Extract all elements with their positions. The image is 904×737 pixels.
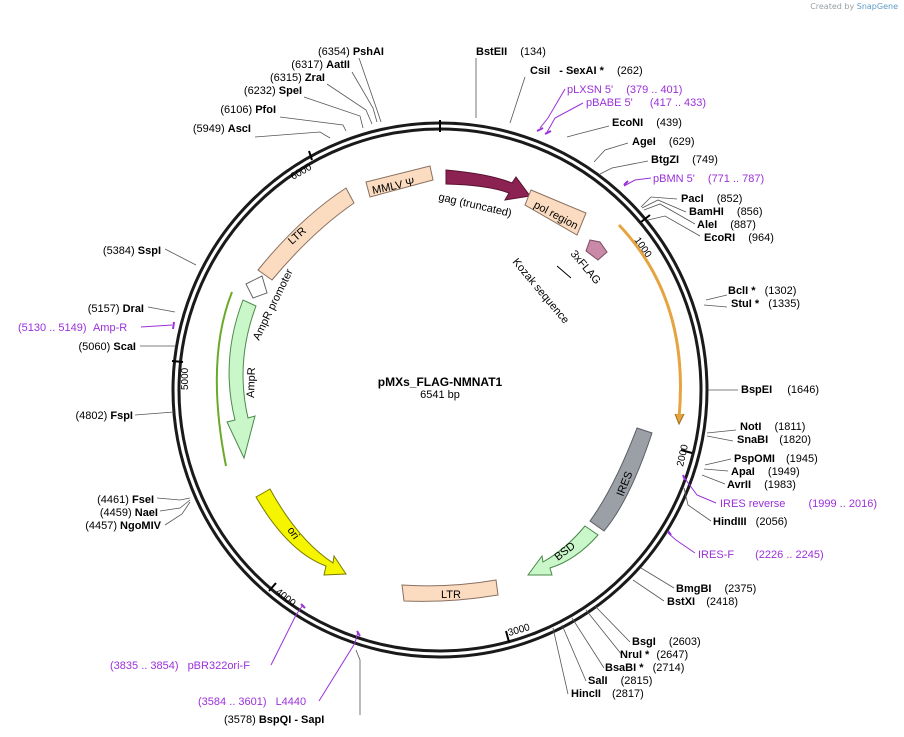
site-btgzi[interactable]: BtgZI (749) [651,154,718,166]
tick-6000 [308,150,313,161]
tick-3000 [505,630,510,643]
primer-pbr322ori-f[interactable]: (3835 .. 3854) pBR322ori-F [110,660,250,672]
feature-label-ori: ori [285,525,302,542]
feature-kozak-mark[interactable] [556,265,572,279]
primer-l4440[interactable]: (3584 .. 3601) L4440 [198,696,306,708]
tick-4000 [268,582,277,592]
snapgene-credit: Created by SnapGene [810,2,898,11]
feature-label-ltr-bottom: LTR [441,589,461,601]
site-naei[interactable]: (4459) NaeI [100,507,158,519]
feature-gag[interactable] [445,169,531,201]
feature-ltr-bottom[interactable] [401,579,499,602]
site-apai[interactable]: ApaI (1949) [731,466,800,478]
site-fspi[interactable]: (4802) FspI [76,410,133,422]
snapgene-logo: SnapGene [856,2,898,11]
feature-pol-region[interactable] [524,189,587,236]
site-zrai[interactable]: (6315) ZraI [270,72,325,84]
site-hindiii[interactable]: HindIII (2056) [713,516,787,528]
plasmid-size: 6541 bp [420,389,460,401]
tick-label-2000: 2000 [675,443,691,468]
primer-pbabe[interactable]: pBABE 5' (417 .. 433) [586,97,706,109]
site-avrii[interactable]: AvrII (1983) [727,479,796,491]
site-aatii[interactable]: (6317) AatII [291,59,350,71]
site-stui[interactable]: StuI * (1335) [731,298,800,310]
site-bsabi[interactable]: BsaBI * (2714) [605,662,684,674]
feature-label-ampr: AmpR [245,367,258,398]
feature-label-gag: gag (truncated) [437,191,512,219]
site-econi[interactable]: EcoNI (439) [612,117,682,129]
site-agei[interactable]: AgeI (629) [632,136,695,148]
site-pspomi[interactable]: PspOMI (1945) [734,453,818,465]
site-scai[interactable]: (5060) ScaI [79,341,137,353]
primer-ires-f[interactable]: IRES-F (2226 .. 2245) [698,549,824,561]
feature-ampr[interactable] [226,299,257,460]
site-pfoi[interactable]: (6106) PfoI [220,104,276,116]
site-ngomiv[interactable]: (4457) NgoMIV [85,520,161,532]
feature-ires[interactable] [589,427,653,532]
feature-amp-line [215,291,233,467]
feature-ampr-promoter[interactable] [245,275,268,299]
primer-leaders [140,88,717,702]
feature-orf-arrowhead [674,413,685,426]
site-snabi[interactable]: SnaBI (1820) [737,434,811,446]
feature-bsd[interactable] [527,525,599,576]
site-bmgbi[interactable]: BmgBI (2375) [676,583,756,595]
site-sspi[interactable]: (5384) SspI [103,245,161,257]
primer-marks [172,127,686,637]
credit-prefix: Created by [810,2,855,11]
site-asci[interactable]: (5949) AscI [193,123,251,135]
site-hincii[interactable]: HincII (2817) [571,688,644,700]
tick-5000 [171,360,184,363]
site-alei[interactable]: AleI (887) [697,219,756,231]
plasmid-name: pMXs_FLAG-NMNAT1 [378,375,503,389]
tick-1000 [640,214,651,223]
site-bsteii[interactable]: BstEII (134) [476,46,546,58]
site-spei[interactable]: (6232) SpeI [244,85,302,97]
site-pshai[interactable]: (6354) PshAI [318,46,384,58]
site-sali[interactable]: SalI (2815) [588,675,652,687]
site-bamhi[interactable]: BamHI (856) [689,206,763,218]
feature-ltr-left[interactable] [257,187,355,281]
site-bstxi[interactable]: BstXI (2418) [667,596,738,608]
feature-3xflag[interactable] [585,239,608,261]
site-bsgi[interactable]: BsgI (2603) [632,636,701,648]
site-paci[interactable]: PacI (852) [681,193,742,205]
feature-label-kozak: Kozak sequence [510,256,571,326]
site-noti[interactable]: NotI (1811) [740,421,805,433]
tick-label-5000: 5000 [180,367,191,390]
site-bcli[interactable]: BclI * (1302) [728,285,796,297]
site-csii-sexai[interactable]: CsiI - SexAI * (262) [530,65,643,77]
tick-marks: 1000 2000 3000 4000 5000 6000 [171,150,693,643]
tick-2000 [680,449,693,454]
feature-mmlv-psi[interactable] [365,165,434,198]
feature-orf-arc[interactable] [617,223,682,419]
site-drai[interactable]: (5157) DraI [88,303,144,315]
site-fsei[interactable]: (4461) FseI [97,494,154,506]
primer-pbmn[interactable]: pBMN 5' (771 .. 787) [653,173,764,185]
site-bspqi-sapi[interactable]: (3578) BspQI - SapI [224,714,324,726]
site-leaders [134,57,738,715]
feature-ori[interactable] [255,488,347,576]
primer-plxsn[interactable]: pLXSN 5' (379 .. 401) [567,84,682,96]
primer-amp-r[interactable]: (5130 .. 5149) Amp-R [18,322,127,334]
primer-ires-reverse[interactable]: IRES reverse (1999 .. 2016) [720,498,877,510]
site-bspei[interactable]: BspEI (1646) [741,384,819,396]
site-nrui[interactable]: NruI * (2647) [620,649,688,661]
site-ecori[interactable]: EcoRI (964) [704,232,774,244]
